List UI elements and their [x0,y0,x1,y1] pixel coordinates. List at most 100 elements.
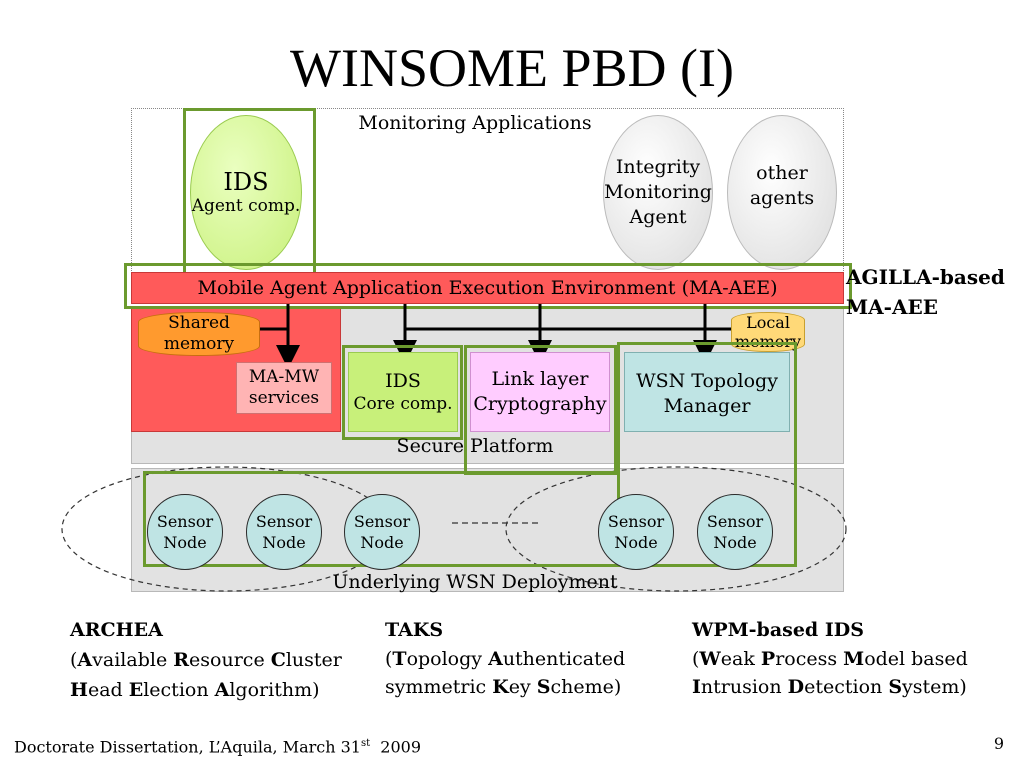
note-wpm-head: WPM-based IDS [692,619,864,641]
text: ead [87,679,129,701]
sensor-node-line-1: Sensor [156,512,214,531]
mamw-services-box: MA-MW services [236,362,332,414]
note-wpm-line-2: Intrusion Detection System) [692,673,968,701]
sensor-node-line-2: Node [713,533,757,552]
sensor-node-line-1: Sensor [353,512,411,531]
ids-agent-ellipse: IDS Agent comp. [190,115,302,270]
note-taks-line-2: symmetric Key Scheme) [385,673,625,701]
text: K [492,676,509,698]
text: W [699,648,721,670]
sensor-node-line-2: Node [262,533,306,552]
text: esource [189,649,271,671]
mamw-line-2: services [248,388,320,408]
integrity-line-2: Monitoring [604,181,712,203]
topology-manager-box: WSN Topology Manager [624,352,790,432]
sensor-node: Sensor Node [344,494,420,570]
text: E [128,679,144,701]
shared-memory: Shared memory [138,312,260,356]
other-agents-line-2: agents [749,187,815,209]
text: S [888,676,903,698]
agilla-line-2: MA-AEE [846,295,938,319]
note-archea-line-1: (Available Resource Cluster [70,645,342,675]
text: P [760,648,776,670]
ids-agent-sub: Agent comp. [191,196,301,216]
local-memory-line-2: memory [734,332,802,351]
monitoring-label: Monitoring Applications [358,112,592,134]
text: ( [70,649,78,671]
text: S [536,676,551,698]
note-taks-head: TAKS [385,619,444,641]
text: ey [508,676,537,698]
text: opology [406,648,489,670]
integrity-line-3: Agent [629,206,687,228]
note-wpm-line-1: (Weak Process Model based [692,645,968,673]
sensor-node-line-1: Sensor [255,512,313,531]
note-wpm: WPM-based IDS (Weak Process Model based … [692,615,968,701]
ids-core-highlight [342,345,463,440]
shared-memory-line-2: memory [163,334,235,354]
topology-line-1: WSN Topology [636,370,778,392]
integrity-agent-ellipse: Integrity Monitoring Agent [603,115,713,270]
note-taks: TAKS (Topology Authenticated symmetric K… [385,615,625,701]
local-memory-line-1: Local [746,313,790,332]
link-layer-line-1: Link layer [491,368,589,390]
sensor-node-line-2: Node [360,533,404,552]
maaee-highlight [124,263,852,309]
ids-agent-title: IDS [223,168,269,196]
other-agents-line-1: other [756,162,808,184]
note-taks-line-1: (Topology Authenticated [385,645,625,673]
text: M [843,648,865,670]
other-agents-ellipse: other agents [727,115,837,270]
text: ( [692,648,700,670]
agilla-label: AGILLA-based MA-AEE [846,262,1005,322]
sensor-node: Sensor Node [246,494,322,570]
text: R [173,649,190,671]
note-archea-head: ARCHEA [70,619,163,641]
text: D [787,676,805,698]
agilla-line-1: AGILLA-based [846,265,1005,289]
text: vailable [92,649,174,671]
text: etection [804,676,889,698]
sensor-node-line-1: Sensor [706,512,764,531]
footer-year: 2009 [380,737,422,757]
text: uthenticated [502,648,626,670]
topology-line-2: Manager [663,395,751,417]
text: lgorithm) [229,679,320,701]
ids-core-box: IDS Core comp. [348,352,458,432]
text: ntrusion [700,676,788,698]
text: A [214,679,230,701]
text: symmetric [385,676,493,698]
text: T [392,648,407,670]
sensor-node: Sensor Node [598,494,674,570]
sensor-node-line-2: Node [614,533,658,552]
text: ( [385,648,393,670]
text: I [692,676,701,698]
footer-main: Doctorate Dissertation, L’Aquila, March … [14,737,361,757]
text: odel based [864,648,968,670]
text: C [270,649,286,671]
text: eak [720,648,761,670]
integrity-line-1: Integrity [615,156,701,178]
text: luster [285,649,342,671]
slide-title: WINSOME PBD (I) [290,38,734,98]
text: ystem) [902,676,967,698]
sensor-node-line-1: Sensor [607,512,665,531]
link-layer-box: Link layer Cryptography [470,352,610,432]
text: rocess [775,648,844,670]
text: A [77,649,93,671]
footer-sup: st [360,738,371,749]
sensor-node-line-2: Node [163,533,207,552]
secure-platform-label: Secure Platform [396,435,554,457]
note-archea: ARCHEA (Available Resource Cluster Head … [70,615,342,705]
sensor-node: Sensor Node [697,494,773,570]
local-memory: Local memory [731,312,805,352]
maaee-bar: Mobile Agent Application Execution Envir… [131,272,844,304]
page-number: 9 [993,734,1004,753]
mamw-line-1: MA-MW [248,367,320,387]
text: A [488,648,503,670]
note-archea-line-2: Head Election Algorithm) [70,675,342,705]
text: H [70,679,88,701]
shared-memory-line-1: Shared [168,313,230,333]
sensor-node: Sensor Node [147,494,223,570]
text: lection [143,679,215,701]
